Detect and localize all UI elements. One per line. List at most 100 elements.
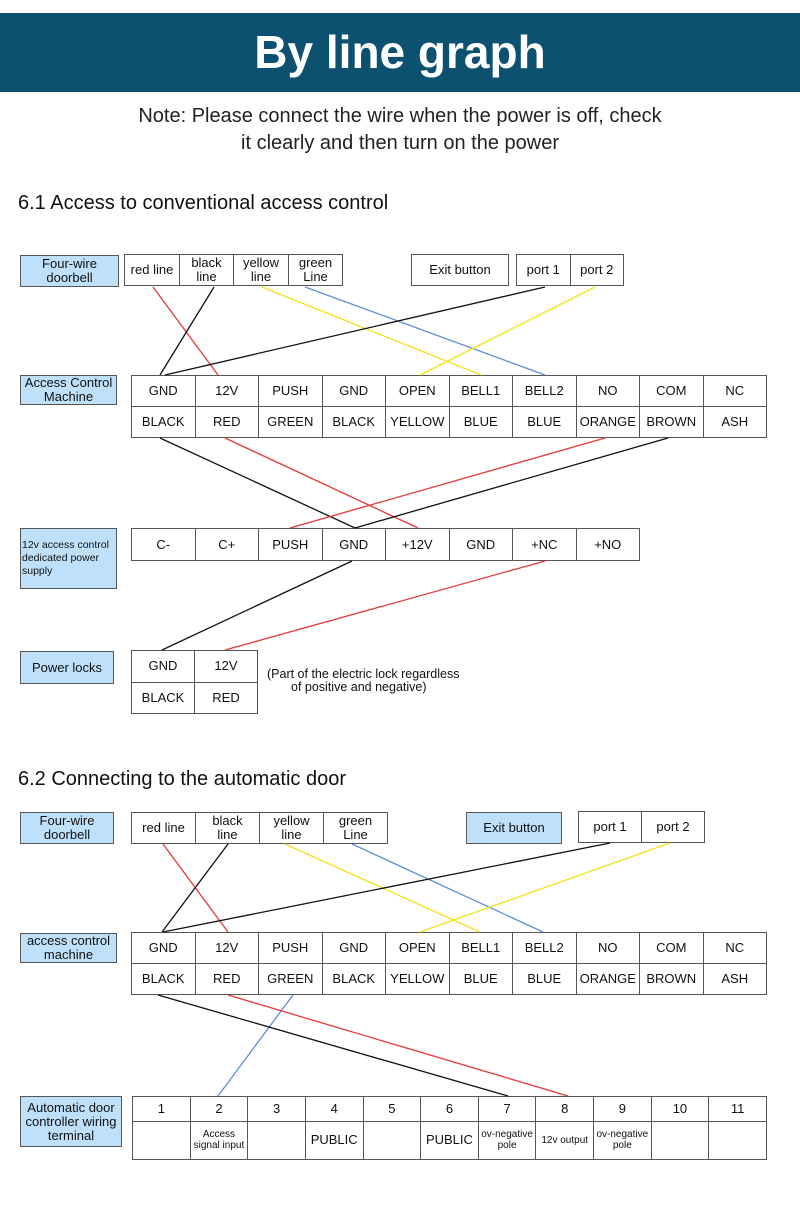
doorbell-wire-red: red line xyxy=(131,812,196,844)
terminal: BELL2 xyxy=(512,932,577,964)
wire-color: RED xyxy=(194,963,259,995)
note-line: it clearly and then turn on the power xyxy=(241,132,559,154)
wire-color: GREEN xyxy=(258,963,323,995)
doorbell-label: Four-wire doorbell xyxy=(20,255,119,287)
terminal-function xyxy=(650,1120,710,1161)
wire-color: RED xyxy=(194,681,258,714)
power-locks-note: (Part of the electric lock regardless of… xyxy=(267,668,459,694)
terminal: NC xyxy=(702,375,767,407)
wire-label: red line xyxy=(130,262,174,277)
wire-green-to-access-signal xyxy=(217,994,294,1097)
wire-color: BLUE xyxy=(448,406,513,438)
wire-color: ASH xyxy=(702,963,767,995)
wire-label: line xyxy=(281,827,302,842)
terminal: COM xyxy=(639,932,704,964)
wire-label: black xyxy=(212,813,243,828)
terminal-function xyxy=(132,1120,191,1161)
wire-port1-to-gnd xyxy=(164,286,546,376)
wire-label: Line xyxy=(343,827,368,842)
wire-gnd-to-psu-gnd xyxy=(159,437,356,529)
wire-color: GREEN xyxy=(258,406,323,438)
wire-port1-to-gnd xyxy=(162,842,611,933)
port-2: port 2 xyxy=(569,254,624,286)
terminal-number: 7 xyxy=(477,1096,537,1122)
wire-label: yellow xyxy=(242,255,280,270)
function-text: signal input xyxy=(193,1140,245,1152)
terminal: NO xyxy=(575,932,640,964)
wire-color: BROWN xyxy=(639,406,704,438)
terminal-number: 3 xyxy=(247,1096,306,1122)
terminal-function: PUBLIC xyxy=(420,1120,479,1161)
safety-note: Note: Please connect the wire when the p… xyxy=(0,103,800,157)
wire-doorbell-green-to-bell2 xyxy=(351,843,544,933)
terminal: +12V xyxy=(385,528,450,561)
note-line: of positive and negative) xyxy=(291,680,427,694)
terminal: GND xyxy=(321,375,386,407)
page-title: By line graph xyxy=(0,13,800,92)
exit-ports: port 1 port 2 xyxy=(516,254,624,286)
wire-color: BLACK xyxy=(131,406,196,438)
terminal-function: 12v output xyxy=(535,1120,594,1161)
terminal: NO xyxy=(575,375,640,407)
wire-12v-to-psu-12v xyxy=(224,437,419,529)
function-text: pole xyxy=(497,1140,517,1152)
wire-label: green xyxy=(338,813,373,828)
terminal: C- xyxy=(131,528,196,561)
wire-com-to-psu-gnd xyxy=(354,437,669,529)
power-supply-label: 12v access control dedicated power suppl… xyxy=(20,528,117,589)
wire-color: BLACK xyxy=(131,681,195,714)
wire-doorbell-yellow-to-bell1 xyxy=(284,843,481,933)
access-control-machine-label: Access Control Machine xyxy=(20,375,117,405)
wire-color: BLUE xyxy=(512,963,577,995)
wire-color: YELLOW xyxy=(385,963,450,995)
wire-doorbell-black-to-gnd xyxy=(159,286,215,376)
terminal-function xyxy=(708,1120,767,1161)
wire-psu-nc-to-lock-12v xyxy=(224,560,546,651)
terminal: OPEN xyxy=(385,375,450,407)
terminal-number: 1 xyxy=(132,1096,191,1122)
wire-color: ORANGE xyxy=(575,963,640,995)
wire-label: yellow xyxy=(273,813,310,828)
terminal: +NO xyxy=(575,528,640,561)
function-text: Access xyxy=(202,1129,236,1141)
terminal-number: 2 xyxy=(189,1096,249,1122)
wire-color: BLACK xyxy=(321,963,386,995)
terminal-number: 6 xyxy=(420,1096,479,1122)
wire-color: BLUE xyxy=(448,963,513,995)
terminal: NC xyxy=(702,932,767,964)
port-1: port 1 xyxy=(516,254,571,286)
terminal: C+ xyxy=(194,528,259,561)
port-2: port 2 xyxy=(641,811,705,843)
wire-doorbell-red-to-12v xyxy=(152,286,219,376)
wire-label: line xyxy=(250,269,272,284)
terminal-number: 5 xyxy=(362,1096,422,1122)
terminal: GND xyxy=(131,650,195,683)
port-1: port 1 xyxy=(578,811,642,843)
doorbell-label: Four-wire doorbell xyxy=(20,812,114,844)
terminal: GND xyxy=(321,932,386,964)
wire-color: YELLOW xyxy=(385,406,450,438)
terminal-function xyxy=(247,1120,306,1161)
automatic-door-controller-label: Automatic door controller wiring termina… xyxy=(20,1096,122,1147)
terminal: BELL1 xyxy=(448,375,513,407)
wire-label: line xyxy=(196,269,217,284)
function-text: ov-negative xyxy=(481,1129,533,1141)
terminal: PUSH xyxy=(258,932,323,964)
terminal: PUSH xyxy=(258,528,323,561)
wire-label: line xyxy=(217,827,238,842)
wire-color: BLUE xyxy=(512,406,577,438)
wire-no-to-psu-push xyxy=(289,437,606,529)
wire-doorbell-red-to-12v xyxy=(162,843,229,933)
terminal-function: PUBLIC xyxy=(304,1120,364,1161)
